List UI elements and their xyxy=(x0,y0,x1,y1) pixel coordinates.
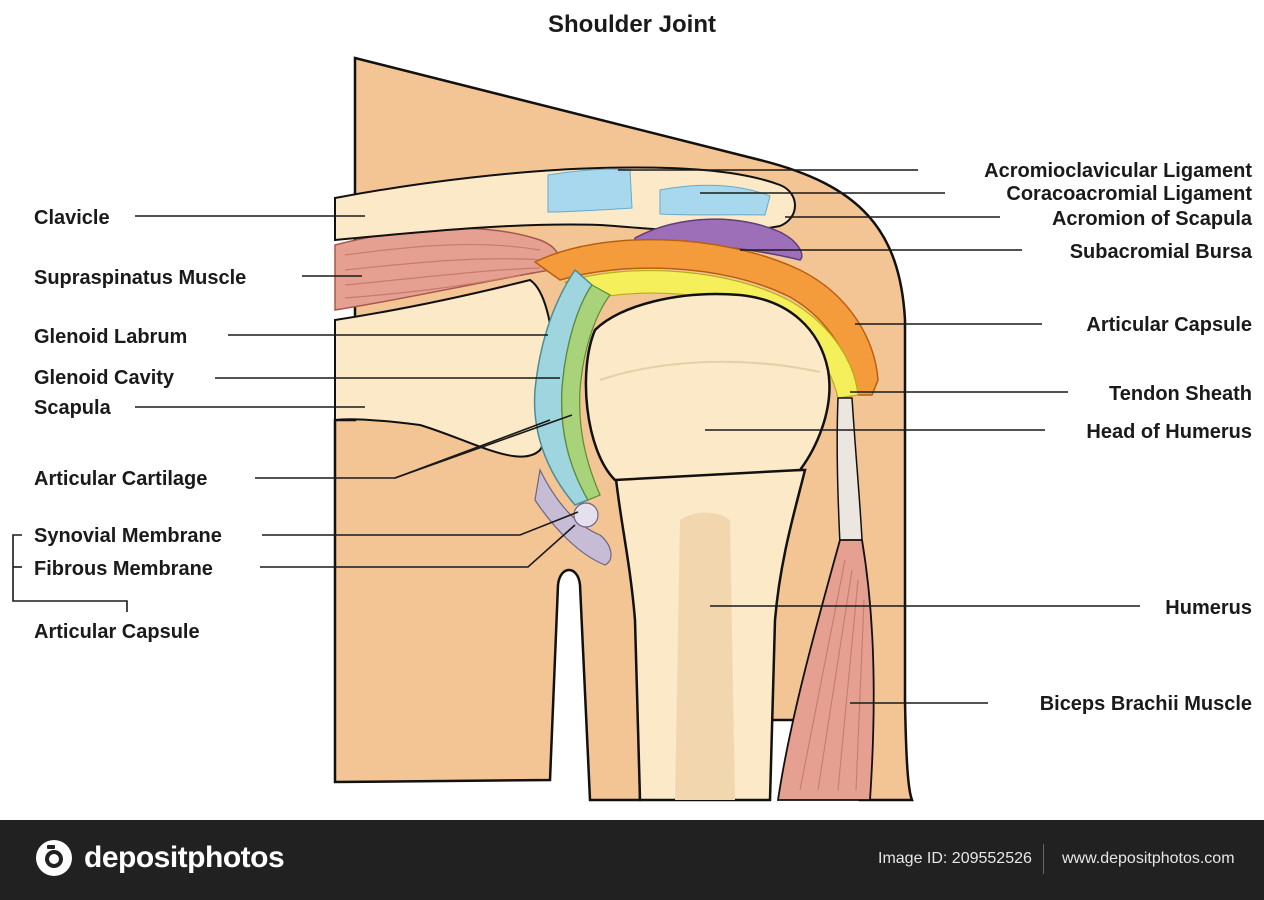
capsule-fold xyxy=(573,502,599,528)
bracket-articular-capsule xyxy=(12,534,128,612)
biceps-fibers xyxy=(799,559,865,791)
label-articular-capsule-right: Articular Capsule xyxy=(1086,314,1252,336)
label-acromioclavicular-ligament: Acromioclavicular Ligament xyxy=(984,160,1252,182)
label-coracoacromial-ligament: Coracoacromial Ligament xyxy=(1006,183,1252,205)
label-glenoid-labrum: Glenoid Labrum xyxy=(34,326,187,348)
brand-name: depositphotos xyxy=(84,841,285,874)
leader-fibrous-membrane xyxy=(260,524,576,568)
leader-articular-cartilage-2 xyxy=(394,414,573,479)
camera-logo-icon xyxy=(36,840,72,876)
diagram-title: Shoulder Joint xyxy=(548,11,716,38)
label-biceps-brachii-muscle: Biceps Brachii Muscle xyxy=(1040,693,1252,715)
site-url-link[interactable]: www.depositphotos.com xyxy=(1062,850,1235,867)
stock-footer-bar: depositphotos Image ID: 209552526 www.de… xyxy=(0,820,1264,900)
supraspinatus-fibers xyxy=(344,243,546,299)
label-clavicle: Clavicle xyxy=(34,207,110,229)
label-fibrous-membrane: Fibrous Membrane xyxy=(34,558,213,580)
image-id-text: Image ID: 209552526 xyxy=(878,850,1032,867)
head-of-humerus-shape xyxy=(584,292,831,482)
brand-logo[interactable]: depositphotos xyxy=(34,838,285,878)
label-acromion-of-scapula: Acromion of Scapula xyxy=(1052,208,1253,230)
label-head-of-humerus: Head of Humerus xyxy=(1086,421,1252,443)
label-articular-capsule-left: Articular Capsule xyxy=(34,621,200,643)
synovial-membrane-shape xyxy=(534,468,612,566)
shoulder-joint-diagram: Shoulder Joint xyxy=(12,11,1253,802)
humerus-marrow-shape xyxy=(675,512,735,800)
label-scapula: Scapula xyxy=(34,397,112,419)
epiphyseal-line xyxy=(599,360,821,381)
label-supraspinatus-muscle: Supraspinatus Muscle xyxy=(34,267,246,289)
acromioclavicular-ligament-shape xyxy=(547,168,633,213)
label-articular-cartilage: Articular Cartilage xyxy=(34,468,207,490)
label-glenoid-cavity: Glenoid Cavity xyxy=(34,367,175,389)
biceps-muscle-shape xyxy=(776,539,875,801)
label-humerus: Humerus xyxy=(1165,597,1252,619)
label-tendon-sheath: Tendon Sheath xyxy=(1109,383,1252,405)
leader-synovial-membrane xyxy=(262,511,579,536)
footer-separator xyxy=(1043,844,1044,874)
articular-cartilage-glenoid-shape xyxy=(561,284,611,501)
label-subacromial-bursa: Subacromial Bursa xyxy=(1070,241,1253,263)
label-synovial-membrane: Synovial Membrane xyxy=(34,525,222,547)
articular-capsule-outer-shape xyxy=(533,238,879,396)
